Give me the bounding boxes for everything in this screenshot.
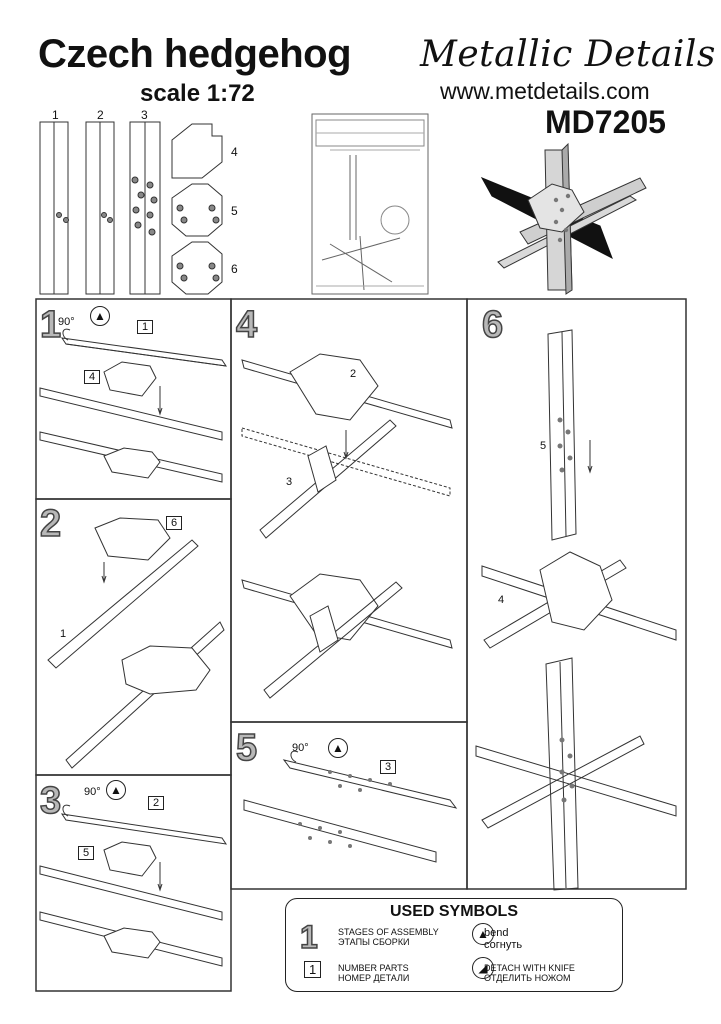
step-2-part-number: 6 (166, 516, 183, 530)
legend-bend-en: bend (484, 927, 509, 939)
step-number-4: 4 (235, 303, 258, 347)
step-5-drawing (243, 750, 458, 863)
brand-logo: Metallic Details (420, 34, 716, 75)
legend-stage-number: 1 (299, 918, 318, 956)
step-6-part-label-5: 5 (540, 440, 547, 452)
legend-part-number: 1 (304, 961, 322, 978)
step-number-5: 5 (235, 726, 258, 770)
step-5-angle: 90° (292, 742, 309, 754)
step-1-part-number-plate: 4 (84, 370, 101, 384)
step-1-part-number: 1 (137, 320, 154, 334)
step-3-panel (35, 774, 232, 992)
step-1-angle: 90° (58, 316, 75, 328)
part-label-6: 6 (231, 262, 238, 276)
step-6-part-label-4: 4 (498, 594, 505, 606)
step-number-3: 3 (39, 779, 62, 823)
step-2-drawing (47, 517, 225, 769)
part-5-plate (171, 183, 223, 237)
bend-icon: ▲ (472, 923, 494, 945)
legend-detach-ru: ОТДЕЛИТЬ НОЖОМ (484, 973, 571, 983)
step-1-drawing (39, 328, 228, 483)
part-label-2: 2 (97, 108, 104, 122)
part-label-1: 1 (52, 108, 59, 122)
part-4-plate (171, 123, 223, 179)
page-title: Czech hedgehog (38, 32, 352, 76)
step-3-part-number-plate: 5 (78, 846, 95, 860)
step-4-drawing (241, 353, 453, 699)
step-number-6: 6 (481, 303, 504, 347)
step-3-angle: 90° (84, 786, 101, 798)
step-3-part-number: 2 (148, 796, 165, 810)
website-url: www.metdetails.com (440, 78, 650, 104)
knife-icon: ◢ (472, 957, 494, 979)
bend-icon: ▲ (90, 306, 110, 326)
step-2-part-label: 1 (60, 628, 67, 640)
bend-icon: ▲ (106, 780, 126, 800)
reference-drawing-thumbnail (311, 113, 429, 295)
step-5-panel (230, 721, 468, 890)
part-6-plate (171, 241, 223, 295)
step-number-2: 2 (39, 502, 62, 546)
step-5-part-number: 3 (380, 760, 397, 774)
step-6-drawing (475, 329, 677, 891)
step-6-panel (466, 298, 687, 890)
legend-title: USED SYMBOLS (389, 903, 518, 920)
part-label-4: 4 (231, 145, 238, 159)
bend-icon: ▲ (328, 738, 348, 758)
step-4-part-label-2: 2 (350, 368, 357, 380)
part-label-3: 3 (141, 108, 148, 122)
product-code: MD7205 (545, 104, 666, 140)
legend-detach-en: DETACH WITH KNIFE (484, 963, 575, 973)
step-3-drawing (39, 804, 228, 967)
scale-label: scale 1:72 (140, 80, 255, 107)
legend-part-en: NUMBER PARTS (338, 963, 409, 973)
step-4-part-label-3: 3 (286, 476, 293, 488)
used-symbols-legend: USED SYMBOLS 1 STAGES OF ASSEMBLY ЭТАПЫ … (285, 898, 623, 992)
legend-stage-ru: ЭТАПЫ СБОРКИ (338, 937, 410, 947)
hedgehog-3d-render (480, 142, 647, 295)
part-label-5: 5 (231, 204, 238, 218)
legend-part-ru: НОМЕР ДЕТАЛИ (338, 973, 410, 983)
legend-bend-ru: согнуть (484, 939, 523, 951)
step-number-1: 1 (39, 303, 62, 347)
legend-stage-en: STAGES OF ASSEMBLY (338, 927, 439, 937)
